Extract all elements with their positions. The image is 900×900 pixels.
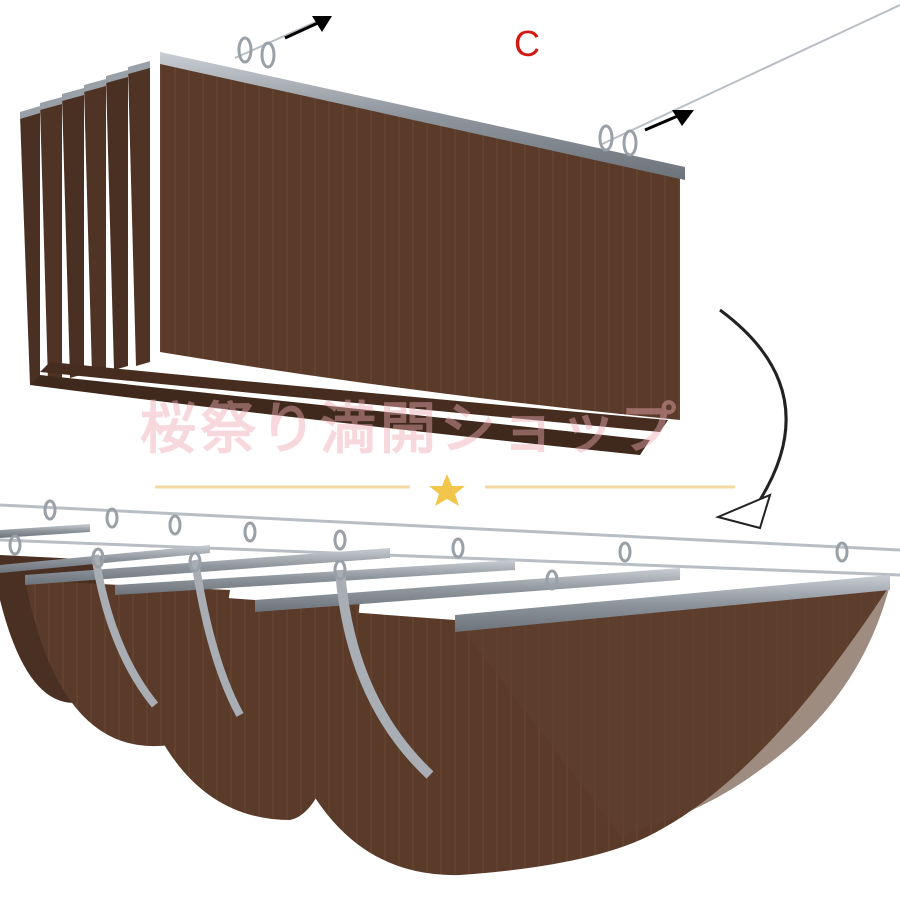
rail: [455, 575, 890, 632]
top-rail: [160, 52, 685, 180]
rail: [255, 568, 680, 612]
arrow-right-icon: [644, 110, 694, 132]
rail: [0, 524, 90, 538]
rail: [25, 548, 390, 585]
arrow-right-icon: [284, 16, 332, 40]
rail: [0, 545, 210, 573]
star-icon: [429, 474, 465, 506]
rail: [115, 560, 515, 595]
curved-arrow-down-icon: [714, 308, 788, 530]
variant-label: C: [514, 23, 540, 64]
watermark-text: 桜祭り満開ショップ: [140, 397, 680, 462]
strap: [335, 569, 434, 779]
folded-shade: [20, 4, 900, 455]
clip: [8, 499, 849, 591]
strap: [191, 559, 244, 717]
clip: [237, 36, 638, 157]
strap: [91, 554, 159, 708]
extended-shade: [0, 499, 900, 876]
